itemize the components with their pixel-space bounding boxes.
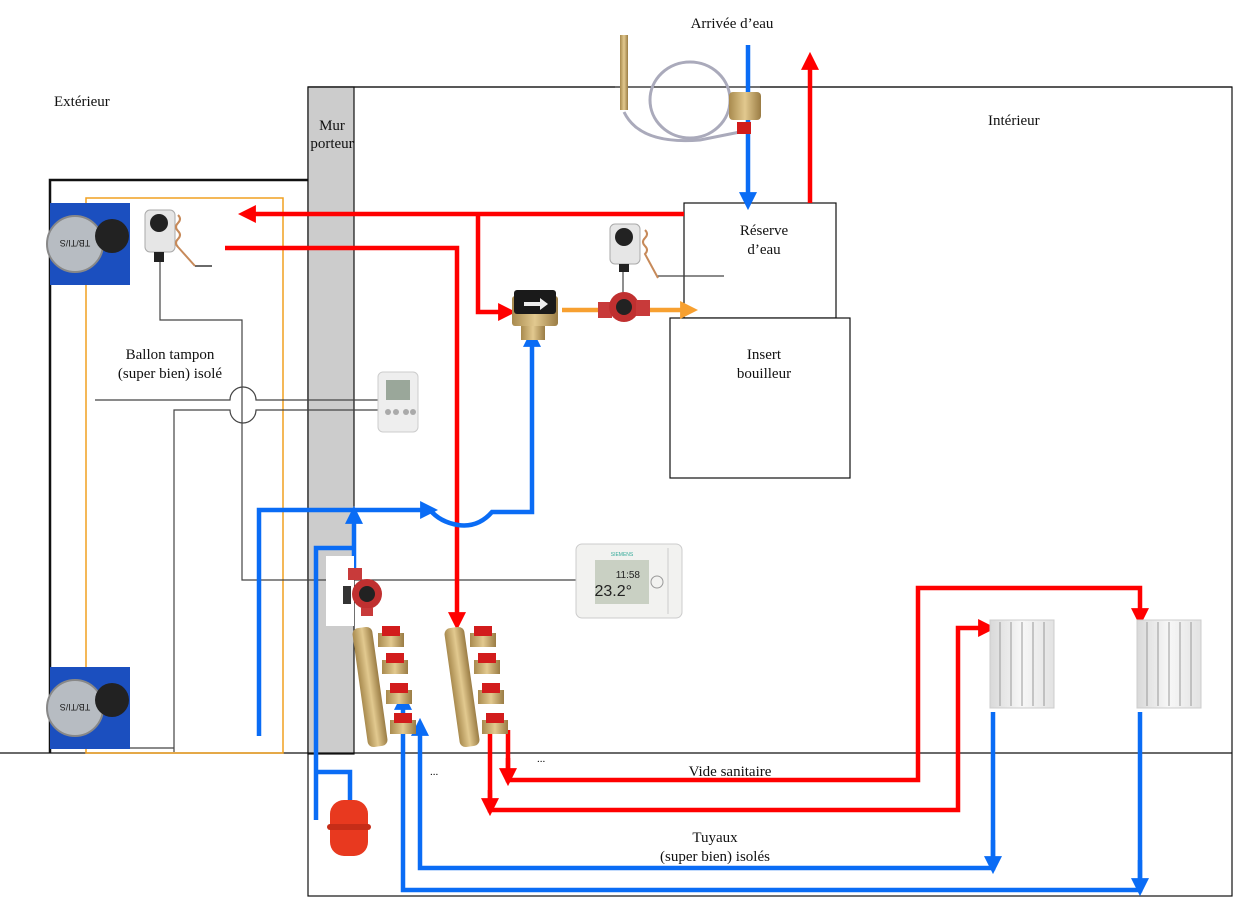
cold-return-radiator-2: [394, 691, 1143, 893]
exterior-enclosure: [48, 178, 308, 753]
boiler-insert-label-line2: bouilleur: [736, 366, 792, 382]
cold-pipes: [256, 45, 1149, 897]
thermal-discharge-valve-icon: [620, 35, 761, 143]
svg-text:11:58: 11:58: [616, 570, 641, 581]
hot-to-mixing-valve: [475, 214, 517, 321]
immersion-sensor-bottom: TB/TI/S: [46, 667, 130, 749]
hot-to-radiator-1: [487, 619, 997, 813]
crawl-space-label: Vide sanitaire: [688, 764, 772, 780]
cold-expansion: [313, 545, 354, 820]
interior-label: Intérieur: [988, 113, 1040, 129]
room-thermostat-icon: 11:58 23.2° SIEMENS: [575, 543, 683, 619]
supply-manifold-icon: [444, 626, 508, 748]
svg-text:SIEMENS: SIEMENS: [611, 552, 634, 558]
wiring: [95, 86, 1232, 752]
water-reserve-label-line2: d’eau: [747, 242, 781, 258]
reserve-thermostat-icon: [609, 223, 659, 279]
wall-label-line1: Mur: [319, 118, 345, 134]
ellipsis-left: ...: [430, 766, 439, 778]
wire-thermometer-2: [173, 409, 383, 752]
buffer-thermostat-icon: [144, 209, 196, 267]
radiator-2-icon: [1136, 619, 1202, 709]
digital-thermometer-icon: [377, 371, 419, 433]
circulator-pump-bottom-icon: [326, 556, 382, 626]
cold-return-radiator-1: [411, 712, 996, 871]
exterior-label: Extérieur: [54, 94, 110, 110]
ellipsis-right: ...: [537, 753, 546, 765]
buffer-tank-outline: [85, 197, 284, 754]
pipes-label-line2: (super bien) isolés: [660, 849, 770, 865]
cold-expansion-drop: [316, 769, 353, 800]
water-inlet-label: Arrivée d’eau: [690, 16, 774, 32]
pipes-label-line1: Tuyaux: [692, 830, 738, 846]
radiator-1-icon: [989, 619, 1055, 709]
water-reserve-label-line1: Réserve: [739, 223, 789, 239]
wall-label-line2: porteur: [310, 136, 354, 152]
hot-pipes: [225, 51, 1149, 817]
boiler-insert-label-line1: Insert: [746, 347, 782, 363]
buffer-tank-label-line1: Ballon tampon: [125, 347, 215, 363]
expansion-vessel-icon: [327, 800, 371, 856]
water-reserve-box: [683, 202, 837, 319]
return-manifold-icon: [352, 626, 416, 748]
boiler-insert-box: [669, 317, 851, 479]
mixing-valve-icon: [512, 290, 558, 340]
hot-from-buffer: [225, 245, 466, 631]
cold-crossover: [428, 328, 541, 528]
wire-thermometer-1: [95, 386, 383, 401]
building-outline: [0, 86, 1233, 897]
immersion-sensor-top: TB/TI/S: [46, 203, 130, 285]
svg-text:TB/TI/S: TB/TI/S: [60, 702, 91, 712]
svg-text:TB/TI/S: TB/TI/S: [60, 238, 91, 248]
cold-return-main: [256, 501, 439, 736]
svg-text:23.2°: 23.2°: [594, 583, 632, 600]
circulator-pump-top-icon: [598, 292, 650, 322]
buffer-tank-label-line2: (super bien) isolé: [117, 366, 223, 382]
